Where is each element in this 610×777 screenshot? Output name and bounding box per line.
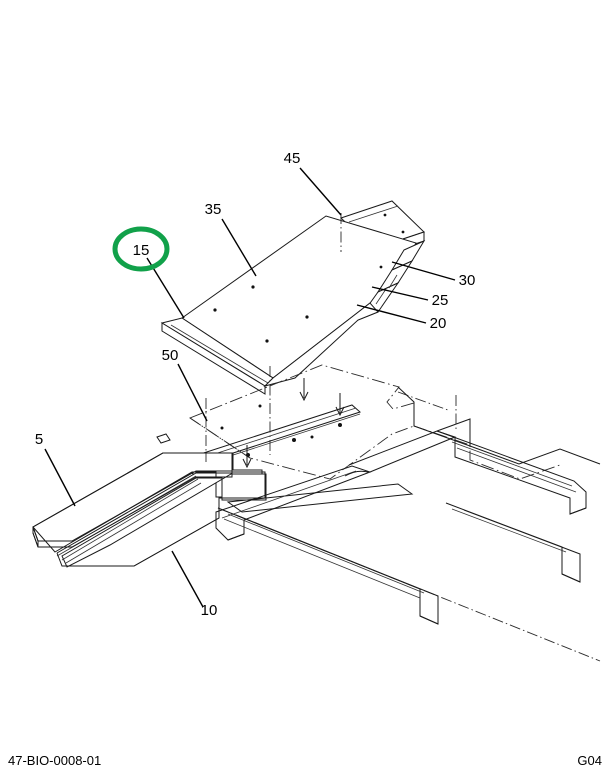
rail-lower-right-cap	[419, 615, 439, 625]
sub-floor-outline	[189, 364, 415, 480]
deck-hole-2	[213, 308, 217, 312]
sub-floor-fastener-3	[338, 423, 342, 427]
callout-label-30: 30	[459, 272, 476, 289]
deck-bracket-fold-b	[375, 288, 387, 305]
deck-front-flange-face	[161, 322, 266, 395]
sub-floor-edge-left	[189, 417, 251, 459]
rail-left-end-cap	[227, 520, 245, 541]
floor-panel-5-thickness	[32, 471, 233, 548]
callout-label-20: 20	[430, 315, 447, 332]
assembly-arrow-2	[335, 393, 345, 417]
sub-floor-fastener-2	[292, 438, 296, 442]
rail-right-inner-1	[451, 508, 567, 553]
rail-hole-2	[401, 230, 405, 234]
leader-30	[391, 261, 456, 281]
deck-front-flange-crease	[170, 324, 269, 384]
deck-hole-5	[379, 265, 383, 269]
sub-floor-tab-left	[156, 433, 171, 444]
callout-label-50: 50	[162, 347, 179, 364]
floor-panel-10-body	[61, 473, 267, 568]
callout-label-5: 5	[35, 431, 43, 448]
rail-right-long	[445, 502, 581, 583]
deck-hole-1	[251, 285, 255, 289]
deck-hole-4	[265, 339, 269, 343]
assembly-arrows	[242, 378, 345, 469]
deck-hole-3	[305, 315, 309, 319]
rail-plate-outer	[436, 418, 601, 465]
assembly-arrow-1	[299, 378, 309, 402]
callout-label-15: 15	[133, 242, 150, 259]
rail-plate-upper-edge	[397, 386, 471, 447]
frame-rails	[215, 386, 601, 662]
rail-rear-inner-2	[456, 447, 577, 493]
floor-panel-10-crease	[61, 478, 199, 561]
floor-panel-10	[32, 452, 263, 553]
rail-corner-joint	[344, 470, 369, 477]
rail-left-top	[226, 483, 414, 513]
floor-panel-10-crease2	[65, 482, 202, 564]
leader-25	[371, 286, 429, 301]
callout-label-45: 45	[284, 150, 301, 167]
rail-rear-long	[436, 430, 587, 515]
rail-hole-1	[383, 213, 387, 217]
rail-cross-top	[348, 430, 457, 473]
top-deck-assembly	[160, 200, 426, 395]
left-floor-panels	[32, 452, 267, 568]
floor-panel-10-edge	[133, 517, 220, 567]
rail-right-cap	[561, 573, 581, 583]
leader-35	[221, 218, 257, 277]
rail-lower-right-outline	[352, 498, 452, 566]
leader-20	[356, 304, 427, 324]
sub-floor-hole-1	[258, 404, 262, 408]
rail-lower-right-inner-1	[227, 513, 425, 594]
footer-page-code: G04	[577, 753, 602, 768]
alignment-centerlines	[205, 213, 457, 462]
rail-lower-right	[217, 507, 439, 625]
rail-rear-end-cap	[569, 507, 587, 515]
deck-bracket-fold-a	[388, 274, 398, 289]
deck-rear-rail-crease	[348, 205, 399, 223]
callout-label-35: 35	[205, 201, 222, 218]
leader-50	[177, 363, 208, 422]
rail-rear-inner-1	[451, 441, 573, 487]
callout-label-10: 10	[201, 602, 218, 619]
sub-floor-hole-2	[220, 426, 224, 430]
leader-5	[44, 448, 76, 507]
highlight-ring-item-15[interactable]	[112, 226, 170, 272]
callout-label-25: 25	[432, 292, 449, 309]
rail-left-inner	[221, 470, 357, 519]
assembly-arrow-3	[242, 445, 252, 469]
footer-drawing-number: 47-BIO-0008-01	[8, 753, 101, 768]
floor-panel-5-outline	[32, 452, 233, 542]
leader-10	[171, 550, 204, 608]
sub-floor-hole-3	[310, 435, 314, 439]
deck-side-skirt	[263, 302, 379, 387]
leader-45	[299, 167, 342, 216]
rail-lower-right-inner-2	[223, 518, 421, 599]
